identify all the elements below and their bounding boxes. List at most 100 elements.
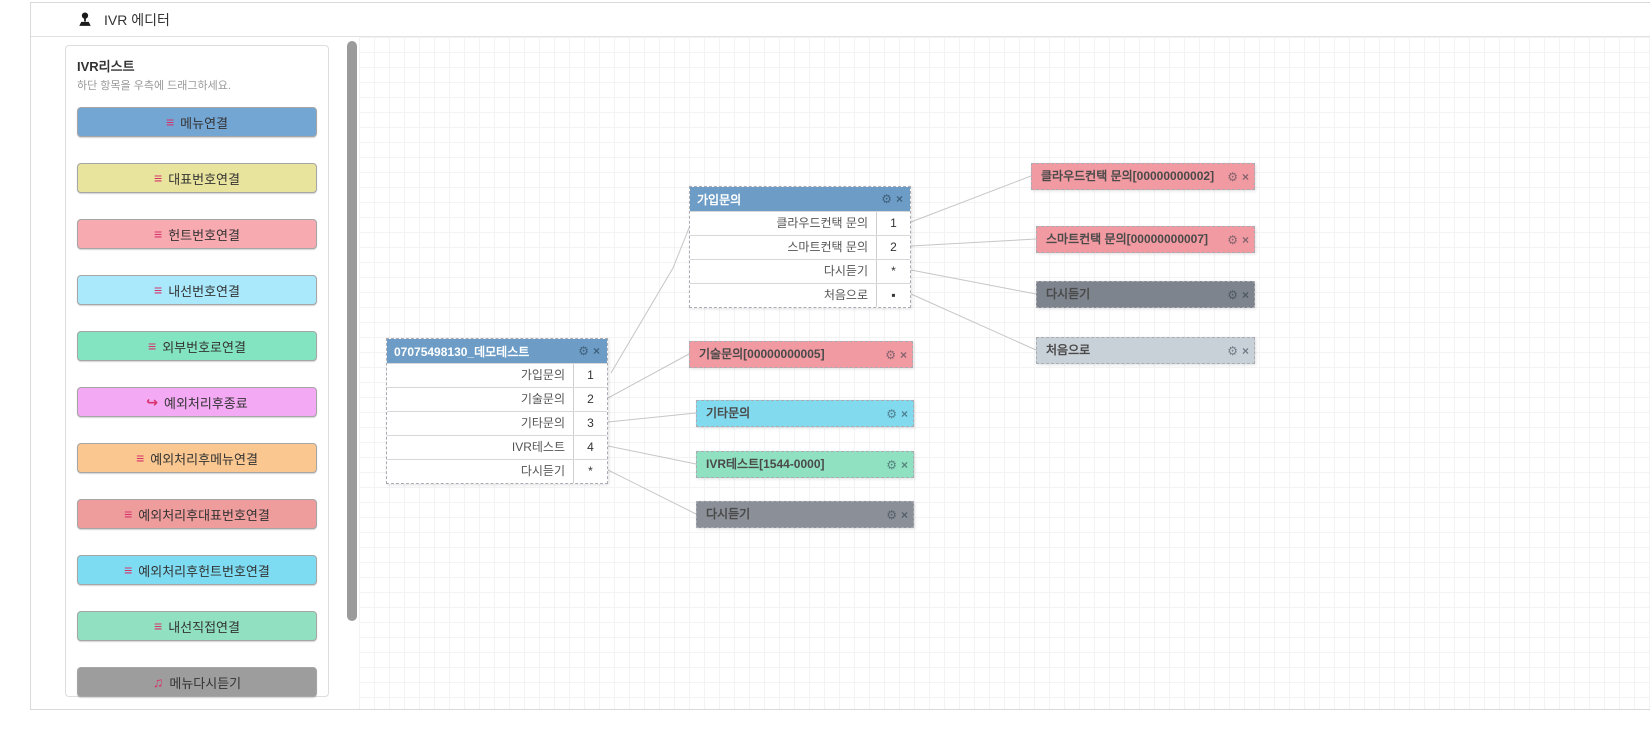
- close-icon[interactable]: ×: [592, 344, 600, 358]
- sidebar-item-label: 대표번호연결: [168, 171, 240, 187]
- settings-gear-icon[interactable]: ⚙: [1227, 343, 1238, 358]
- page-title: IVR 에디터: [104, 11, 170, 28]
- settings-gear-icon[interactable]: ⚙: [886, 507, 897, 522]
- close-icon[interactable]: ×: [1241, 287, 1249, 302]
- row-key: *: [573, 460, 607, 483]
- leaf-node-replay[interactable]: 다시듣기 ⚙ ×: [696, 501, 914, 528]
- row-label: IVR테스트: [511, 440, 565, 454]
- leaf-node-go-to-start[interactable]: 처음으로 ⚙ ×: [1036, 337, 1255, 364]
- row-label: 기타문의: [520, 416, 565, 430]
- menu-row[interactable]: 다시듣기 *: [387, 459, 607, 483]
- node-title: 다시듣기: [1046, 287, 1091, 301]
- sidebar-item-menu-replay[interactable]: ♫ 메뉴다시듣기: [77, 667, 317, 697]
- row-label: 기술문의: [520, 392, 565, 406]
- menu-row[interactable]: 클라우드컨택 문의 1: [690, 211, 910, 235]
- menu-row[interactable]: 기타문의 3: [387, 411, 607, 435]
- settings-gear-icon[interactable]: ⚙: [881, 192, 892, 206]
- sidebar-item-label: 헌트번호연결: [168, 227, 240, 243]
- menu-lines-icon: ≡: [148, 338, 157, 354]
- sidebar-item-exception-hunt-number-connect[interactable]: ≡ 예외처리후헌트번호연결: [77, 555, 317, 585]
- row-key: 2: [876, 236, 910, 259]
- sidebar-item-exception-end[interactable]: ↪ 예외처리후종료: [77, 387, 317, 417]
- sidebar-item-label: 내선직접연결: [168, 619, 240, 635]
- settings-gear-icon[interactable]: ⚙: [1227, 169, 1238, 184]
- row-key: 2: [573, 388, 607, 411]
- settings-gear-icon[interactable]: ⚙: [886, 457, 897, 472]
- menu-lines-icon: ≡: [124, 562, 133, 578]
- node-header[interactable]: 가입문의 ⚙ ×: [690, 187, 910, 211]
- settings-gear-icon[interactable]: ⚙: [578, 344, 589, 358]
- row-label: 다시듣기: [520, 464, 565, 478]
- close-icon[interactable]: ×: [900, 406, 908, 421]
- menu-lines-icon: ≡: [124, 506, 133, 522]
- sidebar-item-extension-direct-connect[interactable]: ≡ 내선직접연결: [77, 611, 317, 641]
- row-label: 스마트컨택 문의: [787, 240, 868, 254]
- sidebar-item-hunt-number-connect[interactable]: ≡ 헌트번호연결: [77, 219, 317, 249]
- sidebar-scrollbar-thumb[interactable]: [347, 41, 357, 621]
- leaf-node-ivr-test[interactable]: IVR테스트[1544-0000] ⚙ ×: [696, 451, 914, 478]
- row-key: 1: [573, 364, 607, 387]
- sidebar-subtitle: 하단 항목을 우측에 드래그하세요.: [77, 80, 231, 92]
- close-icon[interactable]: ×: [1241, 169, 1249, 184]
- row-label: 가입문의: [520, 368, 565, 382]
- node-header[interactable]: 07075498130_데모테스트 ⚙ ×: [387, 339, 607, 363]
- leaf-node-tech-inquiry[interactable]: 기술문의[00000000005] ⚙ ×: [689, 341, 913, 368]
- menu-node-join-inquiry[interactable]: 가입문의 ⚙ × 클라우드컨택 문의 1 스마트컨택 문의 2 다시듣기 *: [689, 186, 911, 308]
- sidebar-item-label: 예외처리후대표번호연결: [138, 507, 270, 523]
- ivr-editor-window: IVR 에디터 IVR리스트 하단 항목을 우측에 드래그하세요. ≡ 메뉴연결…: [30, 2, 1650, 710]
- sidebar-item-label: 예외처리후종료: [164, 395, 248, 411]
- redirect-arrow-icon: ↪: [146, 394, 158, 410]
- flow-canvas[interactable]: 07075498130_데모테스트 ⚙ × 가입문의 1 기술문의 2 기타문의: [359, 37, 1650, 709]
- row-key: 1: [876, 212, 910, 235]
- node-title: 기타문의: [706, 406, 751, 420]
- close-icon[interactable]: ×: [900, 507, 908, 522]
- menu-row[interactable]: 기술문의 2: [387, 387, 607, 411]
- leaf-node-etc-inquiry[interactable]: 기타문의 ⚙ ×: [696, 400, 914, 427]
- sidebar-item-label: 내선번호연결: [168, 283, 240, 299]
- row-label: 처음으로: [823, 288, 868, 302]
- menu-lines-icon: ≡: [136, 450, 145, 466]
- menu-lines-icon: ≡: [165, 114, 175, 130]
- row-key: 3: [573, 412, 607, 435]
- settings-gear-icon[interactable]: ⚙: [885, 347, 896, 362]
- sidebar-item-external-number-connect[interactable]: ≡ 외부번호로연결: [77, 331, 317, 361]
- sidebar-item-main-number-connect[interactable]: ≡ 대표번호연결: [77, 163, 317, 193]
- node-title: 클라우드컨택 문의[00000000002]: [1041, 169, 1215, 183]
- menu-lines-icon: ≡: [154, 618, 163, 634]
- row-key: ▪: [876, 284, 910, 307]
- node-title: 스마트컨택 문의[00000000007]: [1046, 232, 1209, 246]
- menu-row[interactable]: 다시듣기 *: [690, 259, 910, 283]
- sidebar-item-label: 메뉴다시듣기: [169, 675, 242, 691]
- close-icon[interactable]: ×: [1241, 232, 1249, 247]
- close-icon[interactable]: ×: [900, 457, 908, 472]
- sidebar-item-label: 메뉴연결: [180, 115, 228, 131]
- settings-gear-icon[interactable]: ⚙: [886, 406, 897, 421]
- connection-lines: [607, 175, 1037, 515]
- menu-row[interactable]: IVR테스트 4: [387, 435, 607, 459]
- sidebar-item-label: 예외처리후헌트번호연결: [138, 563, 270, 579]
- close-icon[interactable]: ×: [1241, 343, 1249, 358]
- sidebar-item-exception-menu-connect[interactable]: ≡ 예외처리후메뉴연결: [77, 443, 317, 473]
- leaf-node-replay-2[interactable]: 다시듣기 ⚙ ×: [1036, 281, 1255, 308]
- settings-gear-icon[interactable]: ⚙: [1227, 232, 1238, 247]
- menu-node-root[interactable]: 07075498130_데모테스트 ⚙ × 가입문의 1 기술문의 2 기타문의: [386, 338, 608, 484]
- node-title: 기술문의[00000000005]: [699, 347, 825, 361]
- node-title: 가입문의: [697, 192, 742, 207]
- settings-gear-icon[interactable]: ⚙: [1227, 287, 1238, 302]
- close-icon[interactable]: ×: [895, 192, 903, 206]
- leaf-node-cloud-contact-inquiry[interactable]: 클라우드컨택 문의[00000000002] ⚙ ×: [1031, 163, 1255, 190]
- sidebar-item-label: 외부번호로연결: [162, 339, 246, 355]
- sidebar-item-extension-number-connect[interactable]: ≡ 내선번호연결: [77, 275, 317, 305]
- music-note-icon: ♫: [152, 674, 164, 690]
- menu-row[interactable]: 가입문의 1: [387, 363, 607, 387]
- row-key: 4: [573, 436, 607, 459]
- leaf-node-smart-contact-inquiry[interactable]: 스마트컨택 문의[00000000007] ⚙ ×: [1036, 226, 1255, 253]
- app-header: IVR 에디터: [31, 3, 1650, 37]
- sidebar-item-exception-main-number-connect[interactable]: ≡ 예외처리후대표번호연결: [77, 499, 317, 529]
- menu-lines-icon: ≡: [154, 170, 163, 186]
- menu-row[interactable]: 스마트컨택 문의 2: [690, 235, 910, 259]
- sidebar-item-menu-connect[interactable]: ≡ 메뉴연결: [77, 107, 317, 137]
- menu-row[interactable]: 처음으로 ▪: [690, 283, 910, 307]
- sidebar-title: IVR리스트: [77, 59, 135, 74]
- close-icon[interactable]: ×: [899, 347, 907, 362]
